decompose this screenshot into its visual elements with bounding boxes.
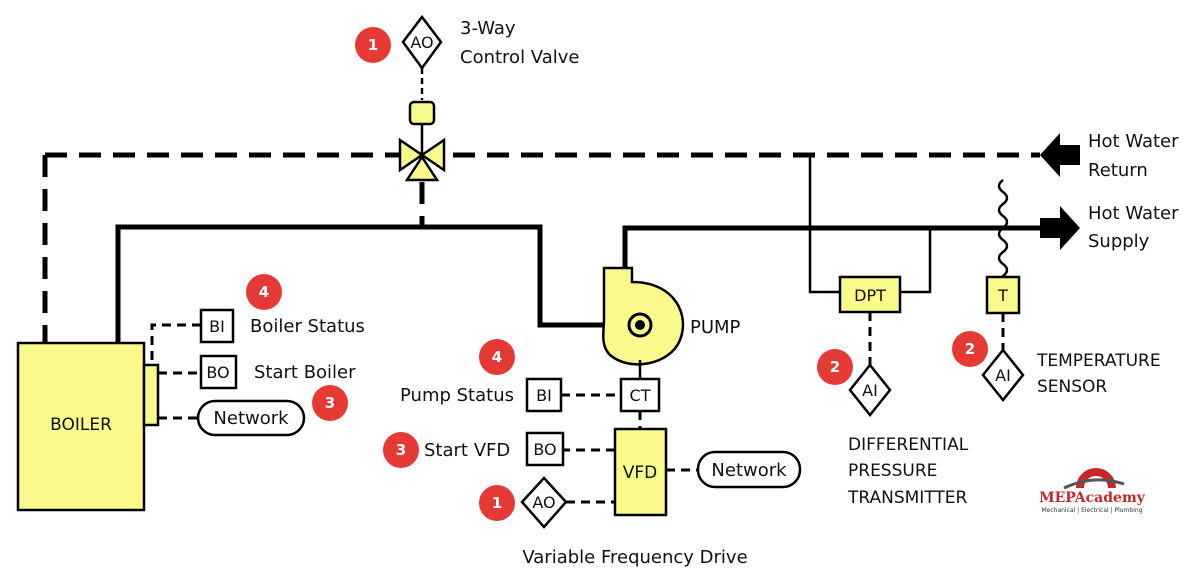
boiler-bi-point <box>199 308 235 344</box>
vfd-ao-point <box>520 476 568 529</box>
valve-ao-point: AO <box>401 14 443 71</box>
vfd-network <box>696 450 802 489</box>
svg-text:3: 3 <box>396 441 406 459</box>
svg-text:4: 4 <box>492 348 502 366</box>
ct-point <box>619 377 661 413</box>
boiler-network-badge: 3 <box>312 385 348 421</box>
pump-label: PUMP <box>690 317 741 338</box>
boiler-bi-label: BI <box>209 317 225 336</box>
temp-ai-label: AI <box>995 366 1011 385</box>
valve-ao-label: AO <box>410 33 433 52</box>
ct-label: CT <box>630 386 651 405</box>
boiler-status-link <box>150 323 200 360</box>
temp-ai-point <box>981 347 1025 403</box>
temp-desc-1: TEMPERATURE <box>1036 351 1161 371</box>
hot-water-return-line <box>42 152 1040 345</box>
vfd: VFD <box>613 427 668 517</box>
logo-brand: MEPAcademy <box>1039 490 1146 506</box>
boiler-bo-point <box>199 354 238 390</box>
three-way-valve <box>398 68 446 227</box>
vfd-start-badge: 3 <box>383 432 419 468</box>
dpt-ai-point <box>848 362 892 418</box>
vfd-label: VFD <box>623 463 658 483</box>
vfd-speed-badge: 1 <box>479 485 515 521</box>
supply-label-1: Hot Water <box>1088 203 1179 224</box>
dpt-badge: 2 <box>817 349 853 385</box>
pump-bi-label: BI <box>536 386 552 405</box>
svg-text:1: 1 <box>492 494 502 512</box>
boiler-label: BOILER <box>50 415 112 435</box>
valve-badge: 1 <box>355 27 391 63</box>
svg-text:2: 2 <box>965 340 975 358</box>
boiler-network-label: Network <box>213 408 289 429</box>
vfd-caption: Variable Frequency Drive <box>522 547 747 568</box>
vfd-start-label: Start VFD <box>424 440 510 461</box>
boiler-status-label: Boiler Status <box>250 316 365 337</box>
vfd-bo-label: BO <box>533 440 556 459</box>
hot-water-supply-line <box>115 224 1045 345</box>
boiler-status-badge: 4 <box>246 274 282 310</box>
boiler-bo-label: BO <box>206 363 229 382</box>
svg-text:3: 3 <box>325 394 335 412</box>
return-label-1: Hot Water <box>1088 131 1179 152</box>
boiler-start-label: Start Boiler <box>254 362 356 383</box>
mepacademy-logo: MEPAcademy Mechanical | Electrical | Plu… <box>1039 468 1146 514</box>
dpt-ai-label: AI <box>862 381 878 400</box>
pump-bi-point <box>525 377 563 413</box>
vfd-network-label: Network <box>711 460 787 481</box>
dpt-return-tap <box>808 155 840 294</box>
temp-probe-icon <box>997 179 1009 288</box>
logo-tagline: Mechanical | Electrical | Plumbing <box>1041 507 1142 514</box>
svg-text:1: 1 <box>368 36 378 54</box>
temp-desc-2: SENSOR <box>1037 377 1107 397</box>
temp-label: T <box>997 286 1008 305</box>
valve-label-1: 3-Way <box>460 18 516 39</box>
pump-status-label: Pump Status <box>400 385 514 406</box>
vfd-bo-point <box>525 431 565 467</box>
valve-label-2: Control Valve <box>460 47 579 68</box>
dpt-desc-3: TRANSMITTER <box>847 488 968 508</box>
return-arrow-icon <box>1040 133 1080 177</box>
temp-badge: 2 <box>952 331 988 367</box>
dpt-desc-1: DIFFERENTIAL <box>848 435 969 455</box>
dpt: DPT <box>838 275 902 314</box>
svg-text:4: 4 <box>259 283 269 301</box>
pump: PUMP <box>602 266 741 366</box>
dpt-label: DPT <box>854 286 886 305</box>
supply-label-2: Supply <box>1088 231 1150 252</box>
vfd-ao-label: AO <box>532 493 555 512</box>
dpt-supply-tap <box>900 228 932 294</box>
supply-arrow-icon <box>1040 206 1080 250</box>
svg-text:2: 2 <box>830 358 840 376</box>
boiler-network <box>196 399 306 437</box>
pump-status-badge: 4 <box>479 339 515 375</box>
boiler: BOILER <box>16 341 160 512</box>
dpt-desc-2: PRESSURE <box>848 461 937 481</box>
return-label-2: Return <box>1088 160 1148 181</box>
